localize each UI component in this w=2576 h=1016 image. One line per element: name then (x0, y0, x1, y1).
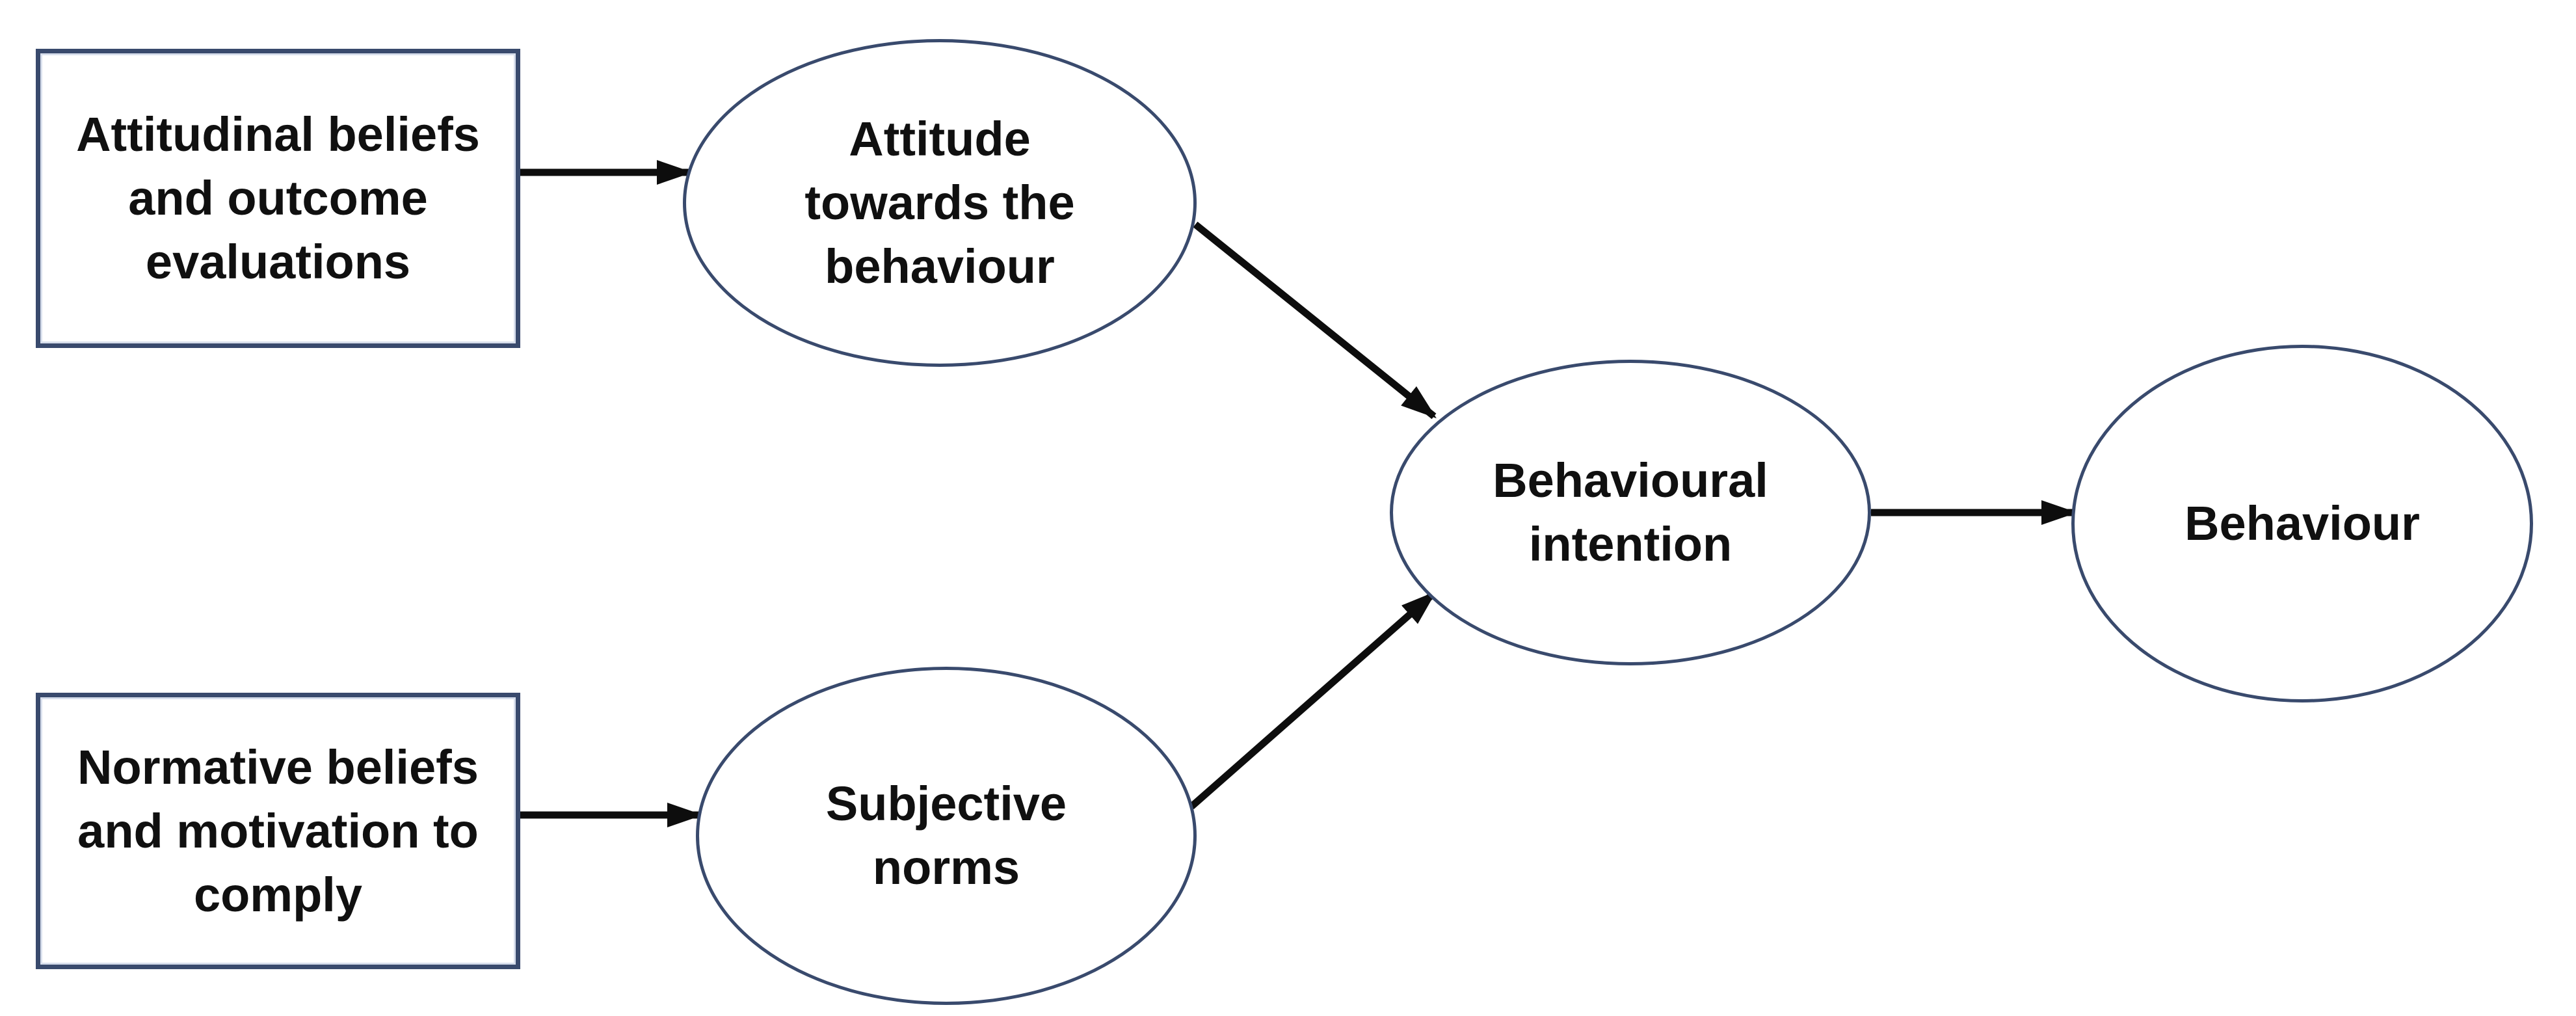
node-attitude-towards-behaviour-label: Attitude towards the behaviour (804, 112, 1075, 293)
node-subjective-norms: Subjective norms (696, 667, 1197, 1005)
node-behaviour-label: Behaviour (2184, 496, 2420, 550)
node-attitude-towards-behaviour: Attitude towards the behaviour (683, 39, 1197, 367)
node-attitudinal-beliefs-label: Attitudinal beliefs and outcome evaluati… (76, 107, 480, 289)
node-attitudinal-beliefs: Attitudinal beliefs and outcome evaluati… (36, 49, 520, 348)
edge-subjective_norms-to-behavioural_intention (1189, 590, 1437, 810)
node-behavioural-intention: Behavioural intention (1390, 360, 1871, 665)
node-normative-beliefs-label: Normative beliefs and motivation to comp… (77, 740, 479, 922)
node-behaviour: Behaviour (2071, 345, 2533, 702)
edge-attitude-to-behavioural_intention (1193, 221, 1437, 420)
node-subjective-norms-label: Subjective norms (825, 777, 1067, 894)
node-behavioural-intention-label: Behavioural intention (1493, 453, 1768, 571)
node-normative-beliefs: Normative beliefs and motivation to comp… (36, 693, 520, 969)
